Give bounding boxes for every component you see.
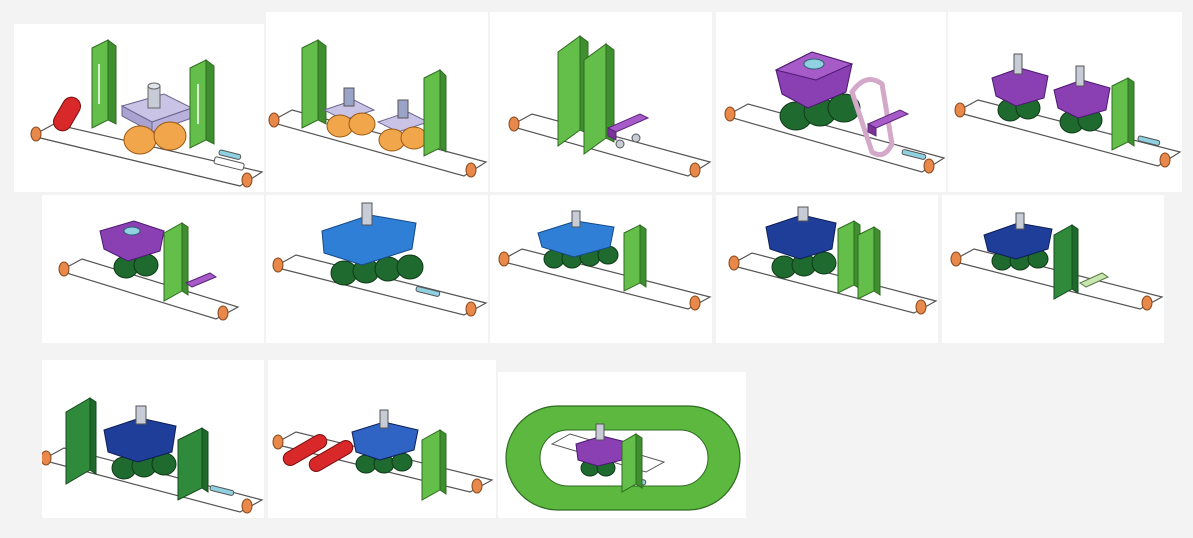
panel-4	[716, 12, 946, 192]
panel-3	[490, 12, 712, 192]
navy-block-assembly	[351, 409, 419, 474]
green-plate-right	[423, 68, 447, 157]
green-plate-double	[557, 35, 615, 155]
roller-end-left	[30, 126, 42, 142]
panel-11	[42, 360, 264, 518]
conveyor-belt	[30, 123, 264, 188]
navy-block-assembly	[983, 212, 1053, 271]
dark-green-plate-right	[177, 427, 209, 501]
red-cylinder	[308, 440, 354, 472]
panel-12-illustration	[272, 409, 494, 501]
panel-6-illustration	[58, 220, 240, 321]
panel-2-illustration	[268, 39, 488, 178]
panel-11-illustration	[42, 397, 264, 514]
panel-2	[266, 12, 488, 192]
navy-block-assembly	[103, 405, 177, 480]
panel-10-illustration	[950, 212, 1164, 311]
blue-block-assembly	[321, 202, 424, 286]
conveyor-belt	[272, 254, 488, 317]
panel-8	[490, 195, 712, 343]
green-plate	[421, 429, 447, 501]
green-plate	[163, 222, 189, 302]
panel-3-illustration	[508, 35, 712, 178]
navy-block-assembly	[765, 206, 837, 279]
purple-block-assembly	[99, 220, 165, 279]
conveyor-belt	[268, 109, 488, 178]
light-green-bar	[1078, 272, 1110, 288]
purple-block-assembly	[1053, 65, 1111, 134]
panel-6	[42, 195, 264, 343]
panel-4-illustration	[724, 51, 946, 174]
lavender-block-assembly	[376, 99, 430, 152]
purple-block-assembly	[991, 53, 1049, 122]
panel-7	[266, 195, 488, 343]
green-plate	[1111, 77, 1135, 151]
conveyor-belt	[58, 258, 240, 321]
panel-5-illustration	[954, 53, 1182, 168]
panel-13-illustration	[505, 405, 741, 511]
panel-5	[948, 12, 1182, 192]
lavender-block-assembly	[120, 82, 194, 155]
purple-block-assembly	[575, 423, 627, 477]
pink-belt-loop	[849, 77, 895, 158]
slot	[218, 149, 242, 160]
roller-end-right	[241, 172, 253, 188]
lavender-block-assembly	[322, 87, 376, 138]
conveyor-belt	[42, 447, 264, 514]
orange-roller	[153, 121, 187, 151]
purple-bar	[866, 109, 910, 137]
panel-13	[498, 372, 746, 518]
green-plate-double	[837, 220, 881, 300]
panel-8-illustration	[498, 210, 712, 311]
green-plate-left	[91, 39, 117, 129]
panel-7-illustration	[272, 202, 488, 317]
green-plate-left	[301, 39, 327, 129]
green-plate	[621, 433, 643, 493]
panel-10	[942, 195, 1164, 343]
panel-12	[268, 360, 496, 518]
dark-green-plate-left	[65, 397, 97, 485]
panel-9-illustration	[728, 206, 938, 315]
panel-9	[716, 195, 938, 343]
green-plate	[623, 224, 647, 292]
orange-roller	[123, 125, 157, 155]
panel-1	[14, 24, 264, 192]
purple-block-assembly	[774, 51, 861, 131]
red-cylinder	[53, 96, 81, 132]
blue-block-assembly	[537, 210, 619, 269]
panel-1-illustration	[30, 39, 264, 188]
green-plate-right	[189, 59, 215, 149]
purple-bar	[606, 113, 650, 149]
purple-bar	[184, 272, 218, 288]
dark-green-plate	[1053, 224, 1079, 300]
red-cylinder	[282, 434, 328, 466]
